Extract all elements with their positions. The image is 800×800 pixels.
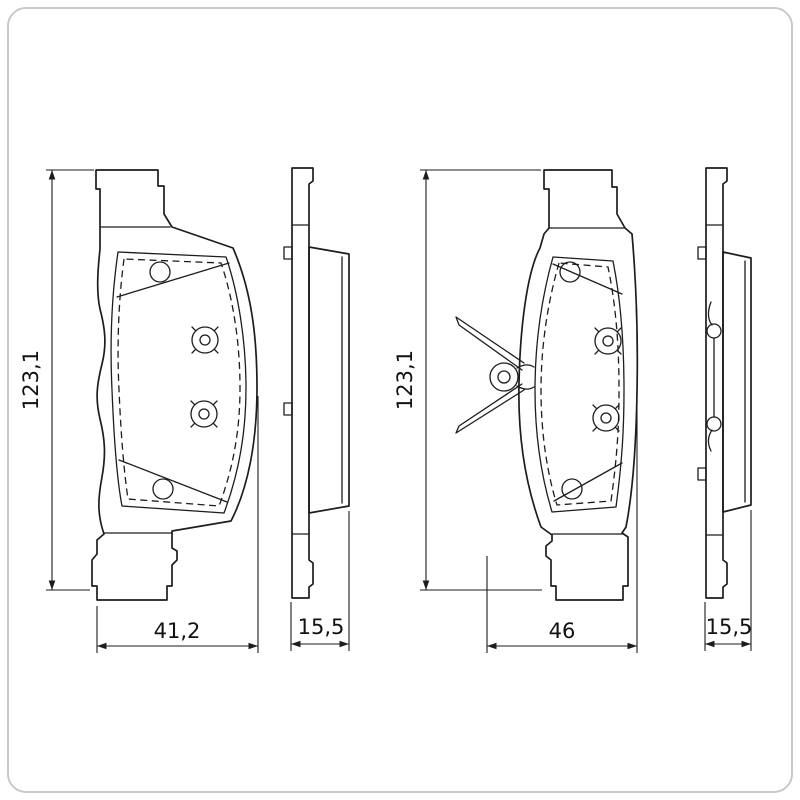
- front-view-right-pad: [455, 169, 639, 601]
- dimension-right-pad-width: 46: [486, 398, 638, 653]
- dim-label-right-pad-height: 123,1: [393, 350, 417, 410]
- rivet-hole-upper: [594, 327, 622, 355]
- backplate-outline: [518, 169, 639, 601]
- dim-label-left-pad-thickness: 15,5: [298, 615, 345, 639]
- guide-hole-bottom: [152, 478, 174, 500]
- guide-hole-top: [149, 261, 171, 283]
- indicator-eye-inner: [497, 370, 511, 384]
- dimension-right-pad-thickness: 15,5: [704, 510, 753, 651]
- friction-hidden-outline: [540, 262, 620, 506]
- side-view-right-pad: [697, 167, 752, 599]
- page-border: [7, 7, 793, 793]
- dimension-right-pad-height: 123,1: [393, 169, 542, 591]
- wear-indicator-spring: [455, 316, 535, 434]
- rivet-hole-outer: [592, 404, 620, 432]
- clip-lug-bottom: [283, 402, 293, 416]
- rivet-hole-ticks: [594, 327, 622, 355]
- clip-loop-lower: [706, 416, 722, 432]
- clip-lug-top: [697, 246, 707, 260]
- rivet-hole-inner: [602, 335, 614, 347]
- chamfer-line-top: [552, 263, 623, 295]
- indicator-prong-lower: [455, 383, 525, 434]
- friction-face-outline: [110, 251, 247, 514]
- friction-block: [722, 251, 752, 513]
- dimension-left-pad-thickness: 15,5: [290, 511, 350, 651]
- guide-hole-top: [559, 261, 581, 283]
- dim-label-right-pad-thickness: 15,5: [706, 615, 753, 639]
- rivet-hole-outer: [594, 327, 622, 355]
- indicator-prong-upper: [455, 316, 525, 371]
- chamfer-line-bottom: [118, 459, 228, 503]
- backplate-profile: [291, 167, 314, 599]
- clip-lug-top: [283, 246, 293, 260]
- front-view-left-pad: [91, 169, 258, 601]
- chamfer-line-top: [116, 262, 230, 298]
- rivet-hole-lower: [190, 400, 218, 428]
- indicator-mount-upper: [516, 364, 535, 369]
- side-view-left-pad: [283, 167, 350, 599]
- dim-label-left-pad-width: 41,2: [154, 619, 201, 643]
- backplate-outline: [91, 169, 258, 601]
- friction-face-outline: [534, 256, 625, 513]
- friction-block: [308, 246, 350, 514]
- friction-hidden-outline: [117, 258, 241, 507]
- backplate-profile: [705, 167, 728, 599]
- indicator-mount-lower: [516, 385, 535, 390]
- rivet-hole-ticks: [592, 404, 620, 432]
- rivet-hole-ticks: [190, 400, 218, 428]
- dimension-left-pad-width: 41,2: [96, 396, 259, 653]
- dimensions: 123,1 41,2 15,5 123,1: [19, 169, 753, 653]
- clip-wire-top-hook: [707, 301, 713, 326]
- rivet-hole-inner: [198, 408, 210, 420]
- clip-wire-bottom-hook: [707, 429, 713, 452]
- rivet-hole-ticks: [191, 326, 219, 354]
- rivet-hole-upper: [191, 326, 219, 354]
- rivet-hole-lower: [592, 404, 620, 432]
- chamfer-line-bottom: [553, 462, 623, 502]
- dim-label-right-pad-width: 46: [549, 619, 576, 643]
- spring-clip-wire: [706, 301, 722, 452]
- dimension-left-pad-height: 123,1: [19, 169, 94, 591]
- rivet-hole-inner: [199, 334, 211, 346]
- dim-label-left-pad-height: 123,1: [19, 350, 43, 410]
- rivet-hole-outer: [190, 400, 218, 428]
- indicator-eye-outer: [489, 362, 519, 392]
- rivet-hole-inner: [600, 412, 612, 424]
- rivet-hole-outer: [191, 326, 219, 354]
- clip-lug-bottom: [697, 467, 707, 481]
- guide-hole-bottom: [561, 478, 583, 500]
- clip-loop-upper: [706, 323, 722, 339]
